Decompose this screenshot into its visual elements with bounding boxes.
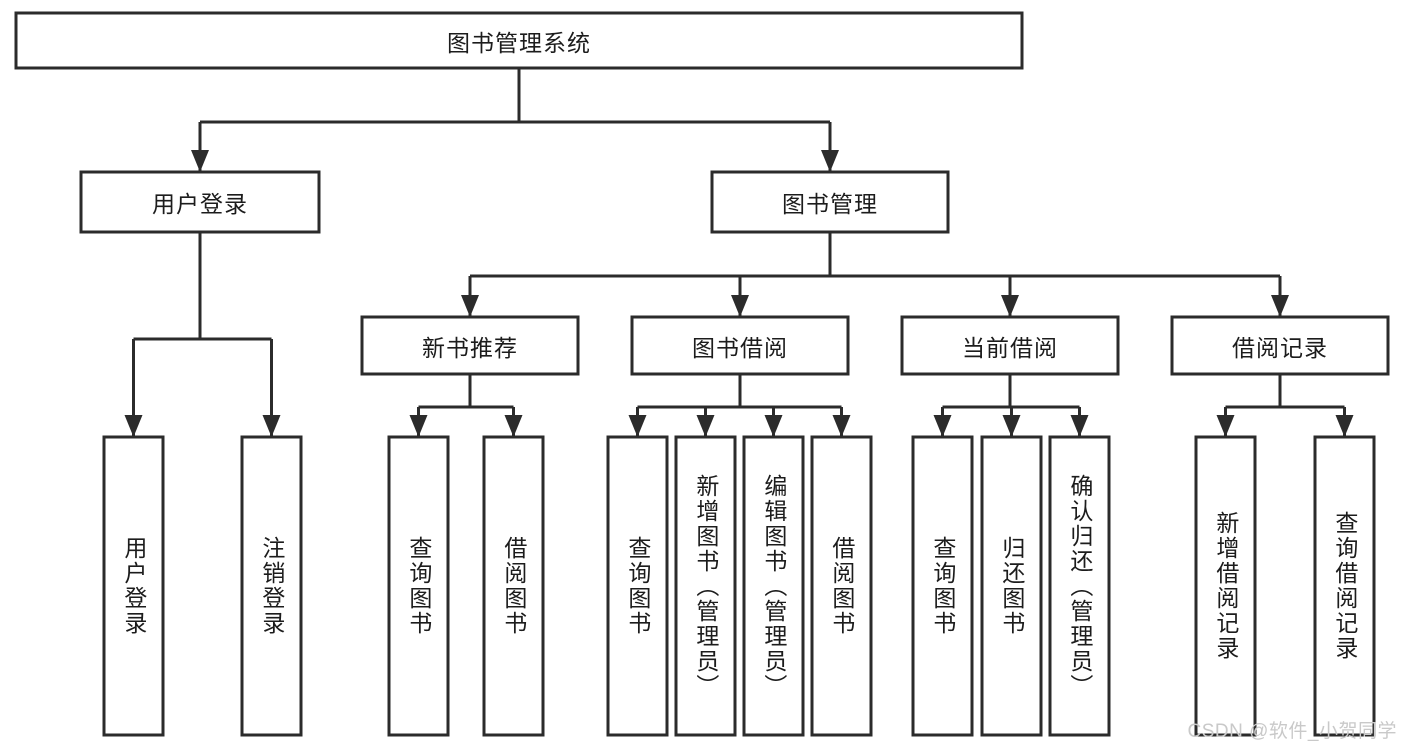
node-box-leaf-add-borrow-record[interactable] <box>1194 435 1257 737</box>
node-box-leaf-query-book-borrow[interactable] <box>606 435 669 737</box>
arrow-head-icon <box>504 415 523 437</box>
node-box-root[interactable] <box>14 11 1024 70</box>
arrow-head-icon <box>124 415 143 437</box>
node-box-leaf-borrow-book[interactable] <box>810 435 873 737</box>
arrow-head-icon <box>461 295 479 317</box>
arrow-head-icon <box>628 415 647 437</box>
node-box-leaf-confirm-return-admin[interactable] <box>1048 435 1111 737</box>
arrow-head-icon <box>731 295 749 317</box>
node-box-leaf-query-book-recommend[interactable] <box>387 435 450 737</box>
arrow-head-icon <box>1002 415 1021 437</box>
arrow-head-icon <box>1216 415 1235 437</box>
node-box-new-book-recommend[interactable] <box>360 315 580 376</box>
node-box-user-login[interactable] <box>79 170 321 234</box>
node-box-leaf-add-book-admin[interactable] <box>674 435 737 737</box>
node-box-book-management[interactable] <box>710 170 950 234</box>
arrow-head-icon <box>1335 415 1354 437</box>
arrow-head-icon <box>696 415 715 437</box>
node-box-leaf-borrow-book-recommend[interactable] <box>482 435 545 737</box>
node-box-leaf-edit-book-admin[interactable] <box>742 435 805 737</box>
node-box-leaf-query-book-current[interactable] <box>911 435 974 737</box>
arrow-head-icon <box>821 150 839 172</box>
csdn-watermark: CSDN @软件_小贺同学 <box>1187 721 1397 742</box>
arrow-head-icon <box>1271 295 1289 317</box>
connector-layer <box>124 68 1354 437</box>
arrow-head-icon <box>832 415 851 437</box>
arrow-head-icon <box>191 150 209 172</box>
node-box-borrow-record[interactable] <box>1170 315 1390 376</box>
arrow-head-icon <box>409 415 428 437</box>
arrow-head-icon <box>1070 415 1089 437</box>
arrow-head-icon <box>1001 295 1019 317</box>
arrow-head-icon <box>933 415 952 437</box>
node-box-leaf-user-login[interactable] <box>102 435 165 737</box>
node-box-book-borrow[interactable] <box>630 315 850 376</box>
node-box-leaf-query-borrow-record[interactable] <box>1313 435 1376 737</box>
node-layer <box>14 11 1390 737</box>
node-box-leaf-logout[interactable] <box>240 435 303 737</box>
arrow-head-icon <box>764 415 783 437</box>
node-box-leaf-return-book[interactable] <box>980 435 1043 737</box>
arrow-head-icon <box>262 415 281 437</box>
node-box-current-borrow[interactable] <box>900 315 1120 376</box>
